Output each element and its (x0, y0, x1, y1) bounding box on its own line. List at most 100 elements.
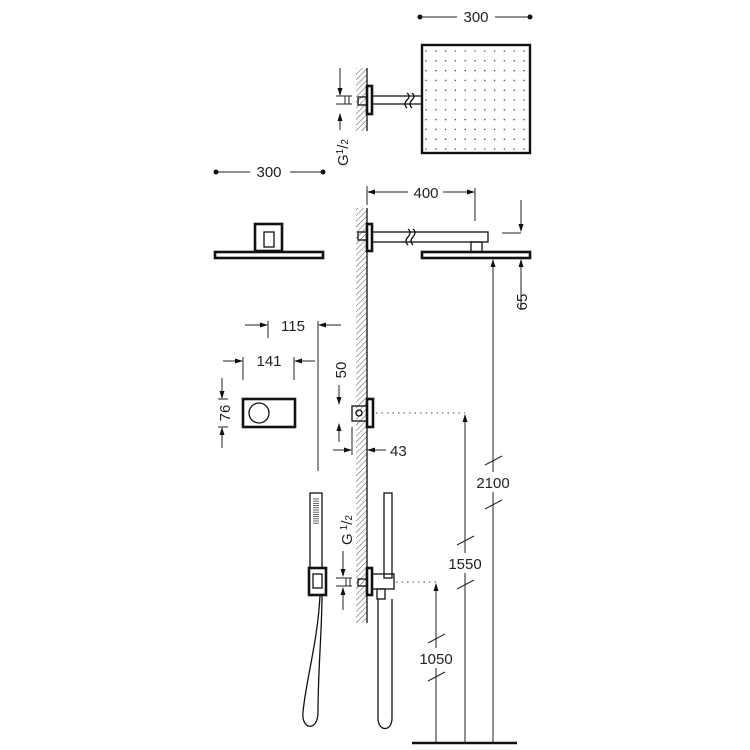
nozzle-dot (523, 50, 525, 52)
dim-label: 141 (256, 353, 281, 370)
dim-76: 76 (217, 378, 234, 448)
nozzle-dot (523, 69, 525, 72)
nozzle-dot (493, 118, 496, 121)
dim-label: 2100 (476, 475, 509, 492)
nozzle-dot (454, 148, 457, 150)
nozzle-dot (513, 79, 515, 82)
dim-1050: 1050 (417, 583, 455, 742)
nozzle-dot (464, 109, 467, 111)
nozzle-dot (474, 69, 476, 72)
valve-side (351, 397, 465, 429)
nozzle-dot (454, 79, 457, 82)
nozzle-dot (454, 89, 457, 91)
nozzle-dot (493, 99, 496, 101)
nozzle-dot (493, 138, 496, 140)
nozzle-dot (503, 148, 506, 150)
nozzle-dot (513, 128, 515, 131)
nozzle-dot (503, 109, 506, 111)
nozzle-dot (444, 118, 447, 121)
nozzle-dot (513, 50, 515, 52)
nozzle-dot (435, 79, 437, 82)
nozzle-dot (474, 99, 476, 101)
nozzle-dot (513, 118, 515, 121)
nozzle-dot (454, 99, 457, 101)
nozzle-dot (484, 128, 486, 131)
shower-arm-side (357, 222, 532, 260)
nozzle-dot (425, 148, 427, 150)
nozzle-dot (474, 138, 476, 140)
nozzle-dot (513, 69, 515, 72)
dim-label: 1550 (448, 556, 481, 573)
nozzle-dot (435, 69, 437, 72)
nozzle-dot (503, 128, 506, 131)
dim-side-300: 300 (213, 164, 326, 181)
nozzle-dot (435, 128, 437, 131)
nozzle-dot (484, 99, 486, 101)
nozzle-dot (474, 50, 476, 52)
nozzle-dot (523, 128, 525, 131)
nozzle-dot (425, 109, 427, 111)
thread-num: 1 (339, 524, 350, 530)
nozzle-dot (425, 99, 427, 101)
nozzle-dot (513, 109, 515, 111)
nozzle-dot (503, 89, 506, 91)
nozzle-dot (425, 118, 427, 121)
nozzle-dot (474, 128, 476, 131)
nozzle-dot (493, 60, 496, 62)
dim-label: 115 (281, 318, 305, 335)
nozzle-dot (474, 89, 476, 91)
thread-label: G (339, 533, 356, 545)
nozzle-dot (425, 79, 427, 82)
dim-label: 65 (514, 294, 531, 311)
nozzle-dot (484, 89, 486, 91)
thread-top-dim: G1/2 (335, 68, 352, 166)
nozzle-dot (425, 128, 427, 131)
dim-400: 400 (366, 185, 476, 221)
thread-label: G (335, 154, 352, 166)
nozzle-dot (444, 138, 447, 140)
hand-shower-side (357, 492, 436, 730)
nozzle-dot (425, 60, 427, 62)
nozzle-dot (523, 79, 525, 82)
nozzle-dot (484, 60, 486, 62)
nozzle-dot (503, 99, 506, 101)
dim-label: 1050 (419, 651, 452, 668)
nozzle-dot (454, 128, 457, 131)
nozzle-dot (484, 109, 486, 111)
nozzle-dot (513, 138, 515, 140)
nozzle-dot (444, 109, 447, 111)
nozzle-dot (493, 89, 496, 91)
nozzle-dot (503, 118, 506, 121)
nozzle-dot (523, 118, 525, 121)
nozzle-dot (493, 79, 496, 82)
nozzle-dot (444, 69, 447, 72)
nozzle-dot (503, 69, 506, 72)
nozzle-dot (484, 50, 486, 52)
nozzle-dot (474, 60, 476, 62)
nozzle-dot (425, 138, 427, 140)
nozzle-dot (464, 99, 467, 101)
rain-shower-top-view (420, 43, 532, 155)
nozzle-dot (464, 69, 467, 72)
hand-shower-front (302, 492, 328, 727)
svg-text:G1/2: G1/2 (339, 515, 356, 545)
nozzle-dot (464, 60, 467, 62)
nozzle-dot (454, 109, 457, 111)
nozzle-dot (464, 148, 467, 150)
nozzle-dot (425, 69, 427, 72)
nozzle-dots (425, 50, 525, 150)
nozzle-dot (484, 69, 486, 72)
dim-label: 300 (463, 9, 488, 26)
nozzle-dot (425, 50, 427, 52)
nozzle-dot (435, 89, 437, 91)
spray-slots (313, 498, 319, 524)
nozzle-dot (503, 60, 506, 62)
nozzle-dot (493, 148, 496, 150)
nozzle-dot (464, 89, 467, 91)
nozzle-dot (503, 79, 506, 82)
nozzle-dot (444, 89, 447, 91)
nozzle-dot (444, 79, 447, 82)
nozzle-dot (474, 118, 476, 121)
nozzle-dot (513, 148, 515, 150)
